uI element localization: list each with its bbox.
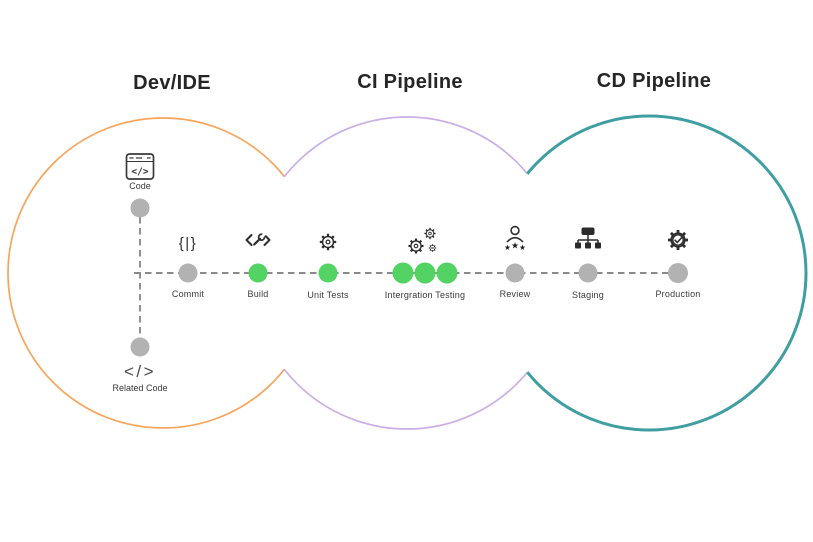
star-icon: ★ — [511, 241, 519, 251]
stage-dot-production — [668, 263, 688, 283]
related-code-node-dot — [130, 337, 150, 357]
code-label: Code — [129, 181, 151, 191]
stage-label-build: Build — [247, 289, 269, 299]
star-icon: ★ — [504, 243, 511, 252]
title-ci-pipeline: CI Pipeline — [357, 71, 463, 93]
commit-braces-icon: {|} — [179, 235, 197, 252]
integration-gears-icon — [407, 227, 437, 255]
stage-label-integration-testing: Intergration Testing — [384, 290, 466, 300]
unit-tests-gear-icon — [318, 232, 338, 252]
staging-sitemap-icon — [575, 227, 601, 249]
star-icon: ★ — [519, 243, 526, 252]
stage-label-commit: Commit — [171, 289, 205, 299]
stage-dot-build — [248, 263, 268, 283]
code-node-dot — [130, 198, 150, 218]
build-wrench-icon — [245, 231, 271, 246]
stage-dot-review — [505, 263, 525, 283]
stage-dot-staging — [578, 263, 598, 283]
code-window-icon: </> — [125, 153, 155, 180]
code-glyph: </> — [131, 167, 148, 178]
stage-dot-integration-1 — [392, 262, 414, 284]
stage-label-review: Review — [499, 289, 531, 299]
title-dev-ide: Dev/IDE — [133, 72, 211, 94]
review-person-stars-icon: ★ ★ ★ — [504, 225, 526, 252]
stage-label-unit-tests: Unit Tests — [307, 290, 349, 300]
stage-dot-commit — [178, 263, 198, 283]
stage-dot-unit-tests — [318, 263, 338, 283]
related-code-icon: </> — [124, 362, 156, 381]
stage-dot-integration-2 — [414, 262, 436, 284]
related-code-label: Related Code — [112, 383, 168, 393]
stage-dot-integration-3 — [436, 262, 458, 284]
stage-label-production: Production — [655, 289, 701, 299]
cd-circle-outline — [490, 114, 808, 432]
production-gear-check-icon — [666, 228, 690, 252]
title-cd-pipeline: CD Pipeline — [596, 70, 712, 92]
stage-label-staging: Staging — [572, 290, 604, 300]
dev-circle-outline — [7, 117, 319, 429]
